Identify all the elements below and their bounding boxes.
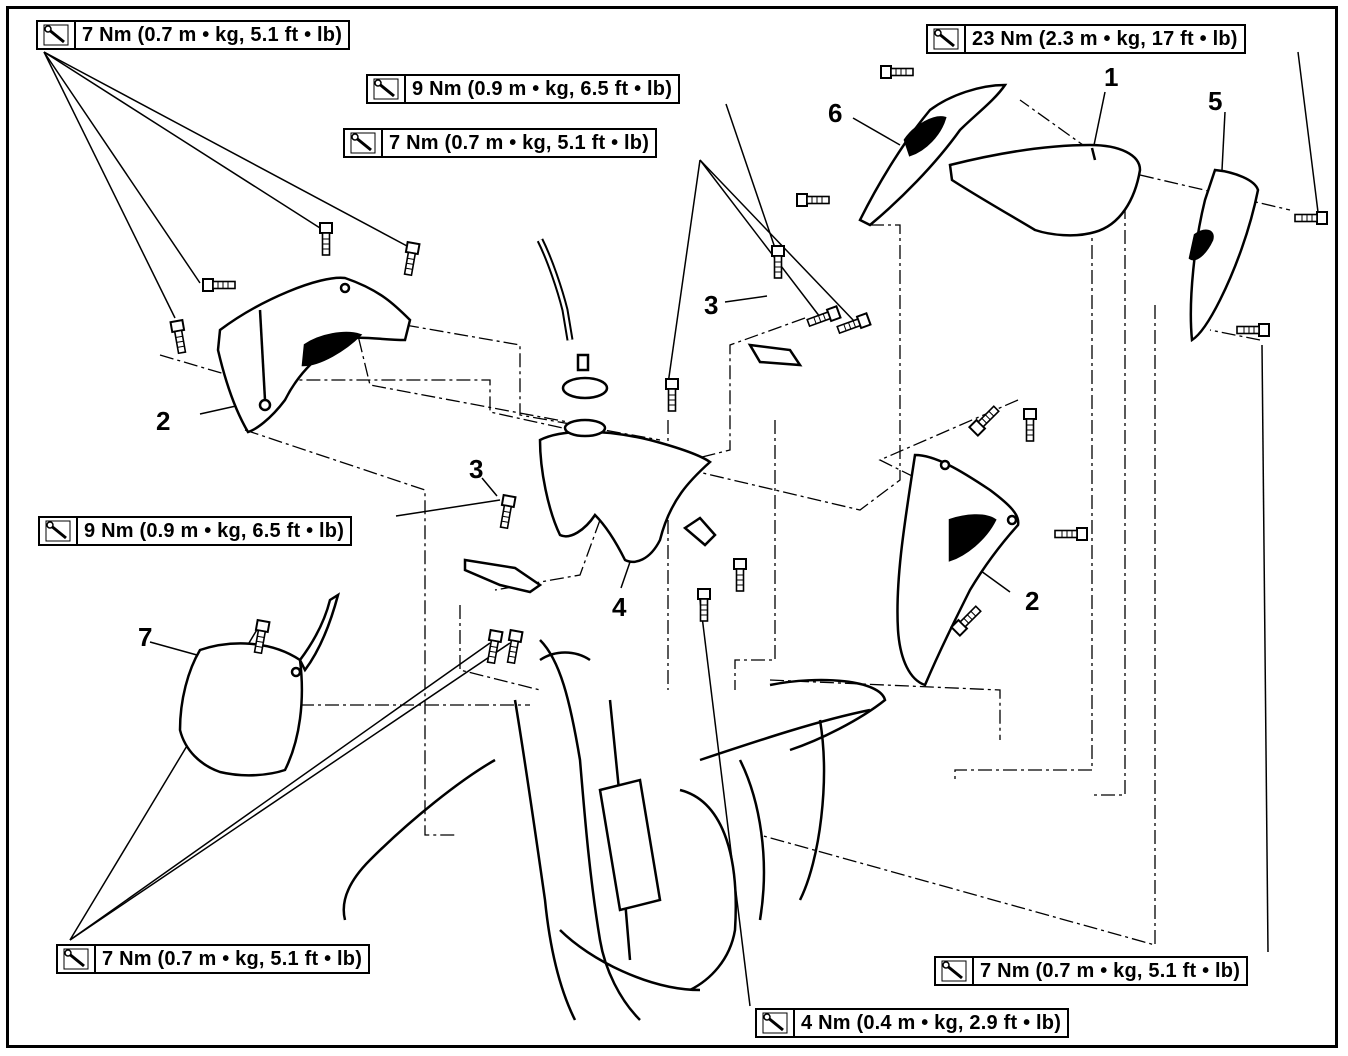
torque-wrench-icon <box>936 958 974 984</box>
callout-side-cover-left: 6 <box>828 98 843 128</box>
callout-fuel-tank: 4 <box>612 592 627 622</box>
torque-label-fuel-cock-bolt: 4 Nm (0.4 m • kg, 2.9 ft • lb) <box>755 1008 1070 1038</box>
torque-wrench-icon <box>928 26 966 52</box>
callout-right-shroud: 2 <box>1025 586 1040 616</box>
torque-label-shroud-bolts: 7 Nm (0.7 m • kg, 5.1 ft • lb) <box>36 20 351 50</box>
torque-label-side-cover-bolt: 7 Nm (0.7 m • kg, 5.1 ft • lb) <box>934 956 1249 986</box>
torque-value: 7 Nm (0.7 m • kg, 5.1 ft • lb) <box>389 131 650 154</box>
tank-bracket <box>463 343 803 594</box>
torque-value: 9 Nm (0.9 m • kg, 6.5 ft • lb) <box>84 519 345 542</box>
torque-label-front-bracket-bolt: 9 Nm (0.9 m • kg, 6.5 ft • lb) <box>38 516 353 546</box>
callout-bracket-upper: 3 <box>704 290 719 320</box>
left-radiator-shroud <box>216 276 412 434</box>
torque-wrench-icon <box>368 76 406 102</box>
torque-wrench-icon <box>345 130 383 156</box>
callout-left-shroud: 2 <box>156 406 171 436</box>
torque-wrench-icon <box>38 22 76 48</box>
motorcycle-frame <box>342 639 887 1021</box>
torque-wrench-icon <box>40 518 78 544</box>
torque-wrench-icon <box>58 946 96 972</box>
side-cover-6 <box>858 83 1008 227</box>
number-plate <box>178 592 341 777</box>
torque-value: 4 Nm (0.4 m • kg, 2.9 ft • lb) <box>801 1011 1062 1034</box>
callout-number-plate: 7 <box>138 622 153 652</box>
torque-value: 23 Nm (2.3 m • kg, 17 ft • lb) <box>972 27 1238 50</box>
torque-value: 7 Nm (0.7 m • kg, 5.1 ft • lb) <box>82 23 343 46</box>
torque-label-number-plate-bolts: 7 Nm (0.7 m • kg, 5.1 ft • lb) <box>56 944 371 974</box>
torque-wrench-icon <box>757 1010 795 1036</box>
diagram-border <box>6 6 1338 1048</box>
callout-side-cover-right: 5 <box>1208 86 1223 116</box>
torque-value: 7 Nm (0.7 m • kg, 5.1 ft • lb) <box>102 947 363 970</box>
callout-bracket-lower: 3 <box>469 454 484 484</box>
seat <box>948 143 1142 237</box>
torque-label-seat-bolt: 23 Nm (2.3 m • kg, 17 ft • lb) <box>926 24 1246 54</box>
right-radiator-shroud <box>896 453 1020 687</box>
torque-label-bracket-bolt: 9 Nm (0.9 m • kg, 6.5 ft • lb) <box>366 74 681 104</box>
leader-lines <box>43 51 1319 1007</box>
torque-label-tank-bolts: 7 Nm (0.7 m • kg, 5.1 ft • lb) <box>343 128 658 158</box>
torque-value: 7 Nm (0.7 m • kg, 5.1 ft • lb) <box>980 959 1241 982</box>
side-cover-5 <box>1188 168 1260 343</box>
callout-seat: 1 <box>1104 62 1119 92</box>
fuel-tank <box>536 238 713 564</box>
torque-value: 9 Nm (0.9 m • kg, 6.5 ft • lb) <box>412 77 673 100</box>
